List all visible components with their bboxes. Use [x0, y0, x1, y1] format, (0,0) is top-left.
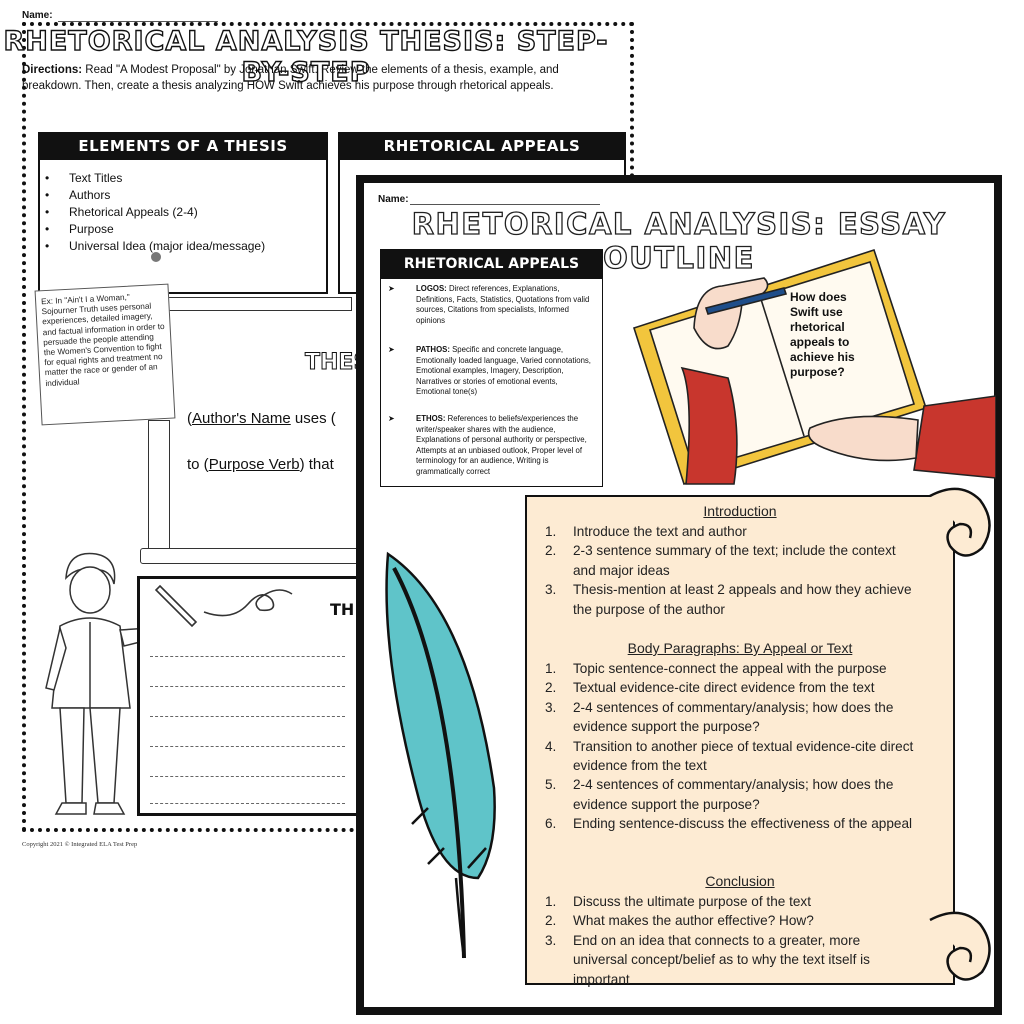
list-item: 1.Discuss the ultimate purpose of the te… [545, 894, 812, 909]
arrow-icon: ➤ [388, 345, 395, 354]
back-name-label: Name: [22, 10, 53, 21]
author-name-placeholder: Author's Name [192, 410, 291, 427]
list-item: 1.Introduce the text and author [545, 524, 747, 539]
elements-list: Text Titles Authors Rhetorical Appeals (… [45, 170, 265, 255]
book-question: How does Swift use rhetorical appeals to… [790, 290, 855, 379]
appeal-text: References to beliefs/experiences the wr… [416, 414, 587, 476]
list-item: Authors [45, 187, 265, 204]
back-title: RHETORICAL ANALYSIS THESIS: STEP-BY-STEP [3, 25, 609, 88]
plank [140, 548, 360, 564]
list-item: 2.2-3 sentence summary of the text; incl… [545, 543, 896, 578]
appeal-pathos: ➤ PATHOS: Specific and concrete language… [388, 345, 593, 398]
thesis-template-line-1: (Author's Name uses ( [187, 410, 336, 427]
writing-line [150, 803, 345, 804]
appeal-text: Direct references, Explanations, Definit… [416, 284, 590, 325]
list-item: 2.What makes the author effective? How? [545, 913, 814, 929]
conclusion-list: 1.Discuss the ultimate purpose of the te… [545, 892, 915, 989]
book-hands-illustration-icon [632, 248, 996, 486]
appeal-label: LOGOS: [416, 284, 447, 293]
thesis-template-line-2: to (Purpose Verb) that [187, 456, 334, 473]
appeals-header: RHETORICAL APPEALS [380, 249, 603, 279]
introduction-list: 1.Introduce the text and author 2.2-3 se… [545, 522, 915, 619]
writing-line [150, 686, 345, 687]
list-item: 5.2-4 sentences of commentary/analysis; … [545, 777, 894, 812]
list-item: Purpose [45, 221, 265, 238]
back-directions: Directions: Read "A Modest Proposal" by … [22, 62, 597, 94]
boy-illustration-icon [45, 552, 166, 815]
writing-line [150, 776, 345, 777]
list-item: 3.End on an idea that connects to a grea… [545, 932, 870, 987]
appeal-logos: ➤ LOGOS: Direct references, Explanations… [388, 284, 593, 326]
list-item: Text Titles [45, 170, 265, 187]
conclusion-title: Conclusion [705, 873, 775, 889]
body-list: 1.Topic sentence-connect the appeal with… [545, 659, 915, 834]
list-item: 1.Topic sentence-connect the appeal with… [545, 661, 887, 676]
directions-text: Read "A Modest Proposal" by Jonathan Swi… [22, 64, 559, 92]
writing-line [150, 746, 345, 747]
appeal-text: Specific and concrete language, Emotiona… [416, 345, 591, 397]
back-name-line [58, 21, 218, 22]
outline-scroll [525, 495, 955, 985]
appeal-ethos: ➤ ETHOS: References to beliefs/experienc… [388, 414, 593, 478]
list-item: 4.Transition to another piece of textual… [545, 738, 914, 774]
thesis-box-heading: TH [330, 600, 355, 619]
writing-line [150, 716, 345, 717]
list-item: 3.2-4 sentences of commentary/analysis; … [545, 699, 894, 735]
list-item: Universal Idea (major idea/message) [45, 238, 265, 255]
example-note: Ex: In "Ain't I a Woman," Sojourner Trut… [34, 283, 176, 426]
list-item: 6.Ending sentence-discuss the effectiven… [545, 816, 913, 832]
appeal-label: ETHOS: [416, 414, 446, 423]
copyright: Copyright 2021 © Integrated ELA Test Pre… [22, 841, 138, 848]
feather-quill-icon [385, 551, 496, 959]
arrow-icon: ➤ [388, 284, 395, 293]
line2-prefix: to ( [187, 456, 209, 473]
elements-header: ELEMENTS OF A THESIS [38, 132, 328, 160]
appeal-label: PATHOS: [416, 345, 450, 354]
pin-icon [151, 252, 161, 262]
line1-rest: uses ( [290, 410, 336, 427]
front-name-line [410, 204, 600, 205]
pen-icon [154, 584, 293, 628]
writing-line [150, 656, 345, 657]
line2-rest: ) that [299, 456, 334, 473]
scroll-curl-icon [929, 487, 991, 981]
list-item: 2.Textual evidence-cite direct evidence … [545, 680, 875, 696]
purpose-verb-placeholder: Purpose Verb [208, 456, 300, 473]
list-item: Rhetorical Appeals (2-4) [45, 204, 265, 221]
directions-label: Directions: [22, 64, 83, 76]
back-appeals-header: RHETORICAL APPEALS [338, 132, 626, 160]
front-name-label: Name: [378, 194, 409, 205]
front-title: RHETORICAL ANALYSIS: ESSAY OUTLINE [411, 206, 947, 275]
list-item: 3.Thesis-mention at least 2 appeals and … [545, 582, 912, 617]
arrow-icon: ➤ [388, 414, 395, 423]
body-title: Body Paragraphs: By Appeal or Text [627, 640, 853, 656]
introduction-title: Introduction [703, 503, 777, 519]
signpost-post [148, 420, 170, 554]
